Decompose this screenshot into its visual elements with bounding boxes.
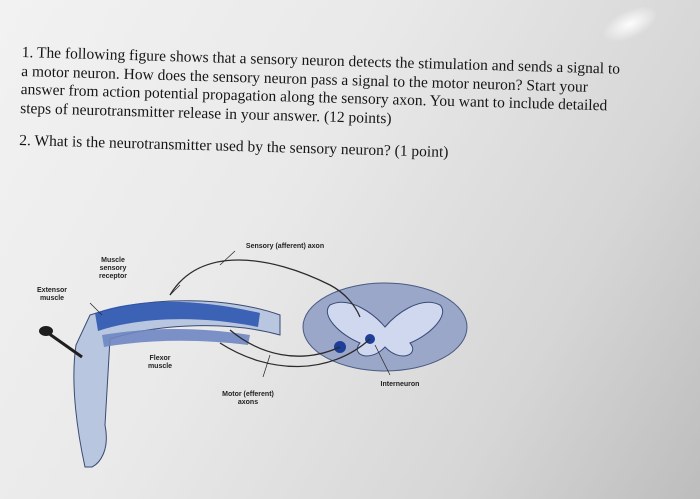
label-extensor-muscle: Extensor muscle (30, 287, 74, 303)
label-line: Motor (efferent) (222, 391, 274, 398)
label-interneuron: Interneuron (380, 381, 420, 388)
flexor-muscle (102, 329, 250, 347)
reflex-arc-diagram (39, 250, 468, 468)
motor-axon (219, 338, 371, 368)
reflex-arc-figure: Sensory (afferent) axon Muscle sensory r… (30, 235, 470, 475)
leader-line (374, 344, 391, 376)
label-line: axons (237, 399, 259, 406)
label-line: Extensor (37, 287, 67, 294)
leader-line (169, 284, 181, 296)
label-muscle-receptor: Muscle sensory receptor (88, 257, 138, 281)
label-motor-axons: Motor (efferent) axons (208, 391, 288, 407)
reflex-hammer-head (39, 326, 53, 336)
question-block: 1. The following figure shows that a sen… (19, 44, 692, 169)
label-line: muscle (39, 295, 65, 302)
leader-line (219, 250, 236, 266)
label-line: Muscle (101, 257, 125, 264)
label-sensory-axon: Sensory (afferent) axon (245, 243, 325, 250)
motor-axon (229, 329, 341, 357)
leader-line (89, 302, 103, 316)
label-line: receptor (98, 273, 127, 280)
gray-matter (327, 301, 443, 357)
question-2-text: 2. What is the neurotransmitter used by … (19, 131, 449, 161)
label-line: muscle (147, 363, 173, 370)
leader-line (262, 354, 271, 378)
reflex-hammer-handle (47, 331, 83, 359)
label-line: sensory (99, 265, 127, 272)
sensory-axon (169, 259, 361, 318)
label-line: Flexor (149, 355, 171, 362)
extensor-muscle (95, 301, 260, 331)
label-flexor-muscle: Flexor muscle (140, 355, 180, 371)
light-glare (596, 0, 664, 50)
